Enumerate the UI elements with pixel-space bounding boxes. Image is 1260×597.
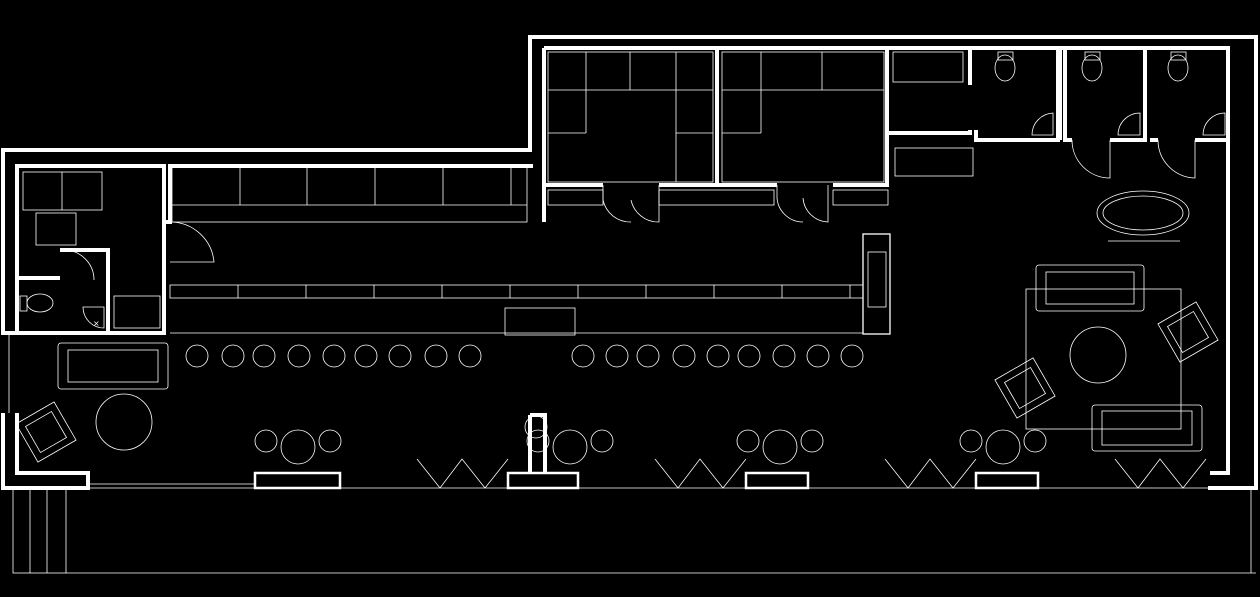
chair <box>1023 429 1047 453</box>
bar-stool <box>706 344 730 368</box>
facade <box>3 333 1256 574</box>
chair <box>318 429 342 453</box>
bar-stool <box>840 344 864 368</box>
bar-stool <box>221 344 245 368</box>
sofa-icon <box>1091 404 1203 452</box>
chair <box>800 429 824 453</box>
cafe-table <box>280 429 316 465</box>
bar-stool <box>672 344 696 368</box>
cafe-table <box>552 429 588 465</box>
toilet-icon <box>1081 51 1103 82</box>
bar-stool <box>354 344 378 368</box>
chair <box>526 429 550 453</box>
chair <box>590 429 614 453</box>
bar-stool <box>737 344 761 368</box>
toilet-icon <box>19 293 54 313</box>
back-bar-shelving <box>171 166 528 223</box>
armchair-icon <box>1157 301 1219 363</box>
chair <box>254 429 278 453</box>
chair <box>959 429 983 453</box>
bar-stool <box>287 344 311 368</box>
restrooms <box>885 48 1228 179</box>
toilet-icon <box>1167 51 1189 82</box>
storage-rooms <box>542 48 889 223</box>
sofa-icon <box>57 342 169 390</box>
toilet-icon <box>994 51 1016 82</box>
bar-counter <box>169 233 891 336</box>
bar-stool <box>252 344 276 368</box>
svg-text:×: × <box>93 319 100 328</box>
cafe-table <box>762 429 798 465</box>
bar-stool <box>806 344 830 368</box>
cafe-tables <box>254 415 1047 465</box>
lounge-area <box>994 190 1219 452</box>
bar-stool <box>636 344 660 368</box>
armchair-icon <box>994 357 1056 419</box>
cafe-table <box>985 429 1021 465</box>
bar-stools <box>185 344 864 368</box>
bar-stool <box>571 344 595 368</box>
armchair-icon <box>15 401 77 463</box>
sofa-icon <box>1035 264 1145 312</box>
bar-stool <box>388 344 412 368</box>
back-office: × <box>17 171 215 335</box>
bar-stool <box>185 344 209 368</box>
lounge-left <box>15 342 169 463</box>
bar-stool <box>424 344 448 368</box>
bar-stool <box>605 344 629 368</box>
bar-stool <box>458 344 482 368</box>
bar-stool <box>322 344 346 368</box>
bar-stool <box>772 344 796 368</box>
chair <box>736 429 760 453</box>
outer-walls <box>1 35 1258 490</box>
